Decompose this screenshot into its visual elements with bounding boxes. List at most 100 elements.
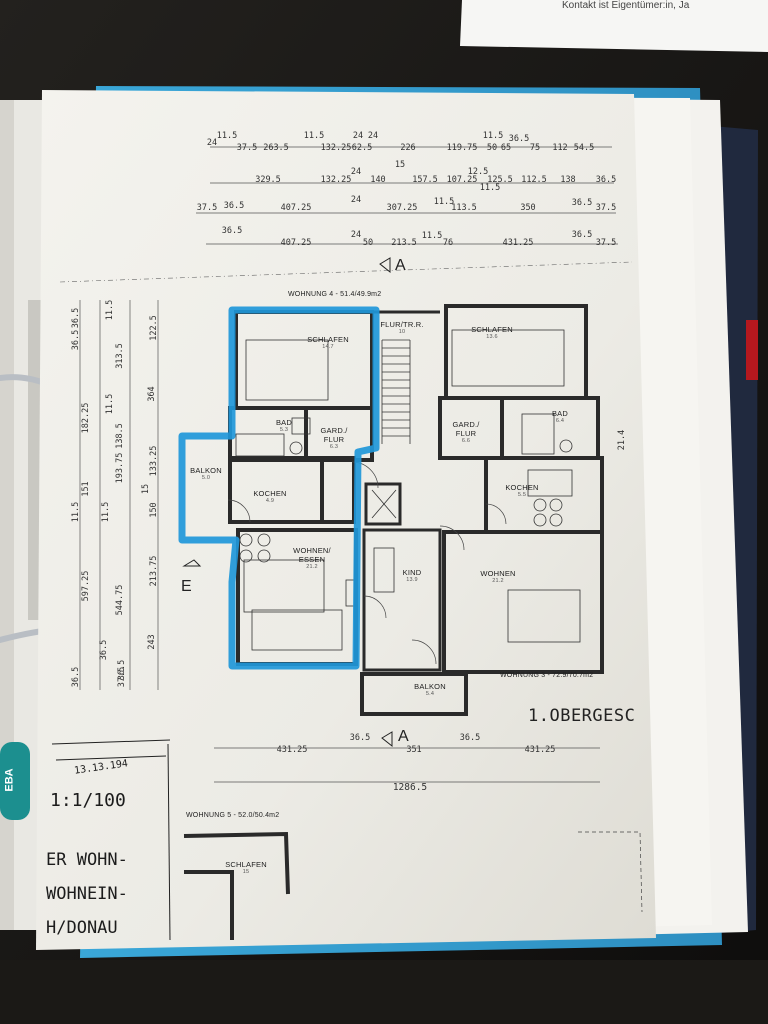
dimension-label: 36.5: [223, 201, 245, 211]
dimension-label: 37.5: [196, 203, 218, 213]
dimension-label-vertical: 597.25: [81, 570, 91, 602]
dimension-label-vertical: 151: [81, 481, 91, 497]
dimension-label-vertical: 11.5: [101, 501, 111, 523]
dimension-label-vertical: 243: [147, 634, 157, 650]
dimension-label-vertical: 15: [141, 483, 151, 495]
dimension-label: 37.5: [595, 238, 617, 248]
dimension-label: 407.25: [280, 203, 312, 213]
dimension-label: 75: [529, 143, 541, 153]
dimension-label: 37.5: [595, 203, 617, 213]
dimension-label-vertical: 36.5: [71, 329, 81, 351]
dimension-label-vertical: 213.75: [149, 555, 159, 587]
dimension-label-vertical: 122.5: [149, 315, 159, 341]
dimension-label: 350: [520, 203, 536, 213]
section-triangle-left: [182, 559, 202, 567]
dimension-label-vertical: 182.25: [81, 402, 91, 434]
dimension-label: 307.25: [386, 203, 418, 213]
section-mark-top: A: [395, 257, 406, 274]
dimension-label-vertical: 11.5: [71, 501, 81, 523]
dimension-label-vertical: 544.75: [115, 584, 125, 616]
dimension-label: 11.5: [433, 197, 455, 207]
dimension-label: 125.5: [487, 175, 513, 185]
apartment-5-walls: [183, 831, 290, 940]
stair-core: [362, 310, 442, 672]
dimension-label: 24: [350, 230, 362, 240]
dimension-label: 54.5: [573, 143, 595, 153]
room-flur: FLUR/TR.R.10: [380, 320, 424, 335]
note-paper: [460, 0, 768, 52]
dimension-label: 36.5: [571, 230, 593, 240]
apt3-label: WOHNUNG 3 - 72.9/70.7m2: [500, 672, 594, 679]
dimension-label-vertical: 133.25: [149, 445, 159, 477]
binder-label: EBA: [3, 768, 16, 792]
dimension-label-vertical: 138.5: [115, 423, 125, 449]
dimension-label: 24: [367, 131, 379, 141]
dimension-label: 431.25: [524, 745, 556, 755]
dimension-label: 50: [362, 238, 374, 248]
scale-text: 1:1/100: [50, 790, 126, 811]
dimension-label: 213.5: [391, 238, 417, 248]
dimension-label: 62.5: [351, 143, 373, 153]
dimension-label: 11.5: [303, 131, 325, 141]
dimension-label: 24: [350, 195, 362, 205]
stair-steps: [371, 339, 411, 519]
dimension-label: 15: [394, 160, 406, 170]
dimension-label: 36.5: [595, 175, 617, 185]
dimension-label: 140: [370, 175, 386, 185]
dimension-lines: [79, 146, 618, 783]
dim-11-5-row2: 11.5: [479, 183, 501, 193]
apt4-label: WOHNUNG 4 - 51.4/49.9m2: [288, 291, 382, 298]
floor-title: 1.OBERGESC: [528, 706, 636, 726]
dimension-label: 37.5: [236, 143, 258, 153]
section-triangle-bottom: [381, 731, 393, 748]
dimension-label-vertical: 11.5: [105, 299, 115, 321]
dimension-label: 11.5: [482, 131, 504, 141]
dimension-label: 36.5: [349, 733, 371, 743]
fixtures: [235, 329, 581, 651]
dimension-label: 36.5: [459, 733, 481, 743]
dimension-label: 76: [442, 238, 454, 248]
desk-edge: [0, 960, 768, 1024]
dimension-label: 132.25: [320, 143, 352, 153]
dimension-label: 24: [350, 167, 362, 177]
dim-bottom-total: 1286.5: [392, 782, 428, 793]
dimension-label: 50: [486, 143, 498, 153]
dimension-label: 36.5: [508, 134, 530, 144]
dimension-label: 431.25: [276, 745, 308, 755]
dim-24-a: 24: [206, 138, 218, 148]
dimension-label: 112: [552, 143, 568, 153]
dimension-label: 119.75: [446, 143, 478, 153]
binder-tab: [0, 742, 30, 820]
apartment-3-walls: [360, 304, 604, 716]
dimension-label-vertical: 36.5: [71, 666, 81, 688]
dimension-label: 11.5: [421, 231, 443, 241]
dimension-label: 112.5: [521, 175, 547, 185]
dimension-label: 329.5: [255, 175, 281, 185]
dimension-label: 351: [406, 745, 422, 755]
section-mark-side: E: [181, 578, 192, 595]
dimension-label-vertical: 150: [149, 502, 159, 518]
dimension-label: 36.5: [571, 198, 593, 208]
dimension-label: 132.25: [320, 175, 352, 185]
dim-right: 21.4: [617, 429, 627, 451]
title-line-2: WOHNEIN-: [46, 884, 128, 904]
dimension-label-vertical: 313.5: [115, 343, 125, 369]
dimension-label-vertical: 36.5: [99, 639, 109, 661]
dimension-label: 431.25: [502, 238, 534, 248]
dimension-label: 107.25: [446, 175, 478, 185]
note-text: Kontakt ist Eigentümer:in, Ja: [562, 0, 690, 11]
dimension-label: 11.5: [216, 131, 238, 141]
dimension-label: 407.25: [280, 238, 312, 248]
dimension-label: 226: [400, 143, 416, 153]
